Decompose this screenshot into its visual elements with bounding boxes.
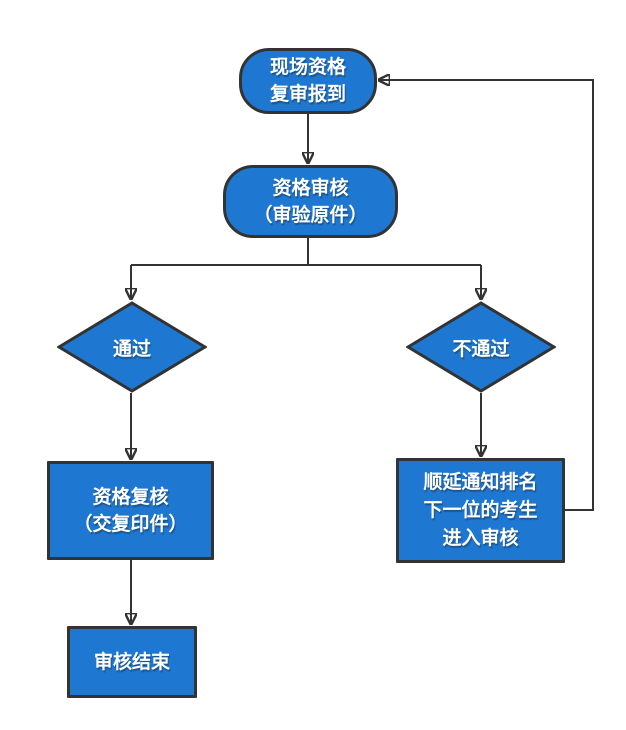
diamond-shape [57, 301, 207, 393]
notify-node-label-line1: 顺延通知排名 [423, 471, 538, 493]
start-node: 现场资格 复审报到 [239, 48, 377, 114]
finish-node-label: 审核结束 [93, 651, 170, 673]
fail-decision-label: 不通过 [452, 338, 510, 360]
review-node-label-line2: （审验原件） [253, 204, 368, 226]
pass-decision-label: 通过 [112, 338, 151, 360]
notify-node-label-line2: 下一位的考生 [423, 499, 538, 521]
edge-notify-start [379, 80, 594, 511]
notify-next-candidate-node: 顺延通知排名 下一位的考生 进入审核 [396, 458, 565, 563]
review-node-label-line1: 资格审核 [272, 177, 349, 199]
start-node-label-line2: 复审报到 [269, 84, 346, 105]
fail-decision-node: 不通过 [406, 301, 556, 393]
recheck-node: 资格复核 （交复印件） [47, 461, 214, 560]
edge-review-branch [131, 238, 481, 266]
finish-node: 审核结束 [67, 626, 197, 698]
recheck-node-label-line2: （交复印件） [73, 513, 188, 535]
notify-node-label-line3: 进入审核 [442, 527, 519, 549]
diamond-shape [406, 301, 556, 393]
recheck-node-label-line1: 资格复核 [92, 486, 169, 508]
pass-decision-node: 通过 [57, 301, 207, 393]
start-node-label-line1: 现场资格 [269, 57, 346, 78]
review-node: 资格审核 （审验原件） [223, 165, 398, 238]
